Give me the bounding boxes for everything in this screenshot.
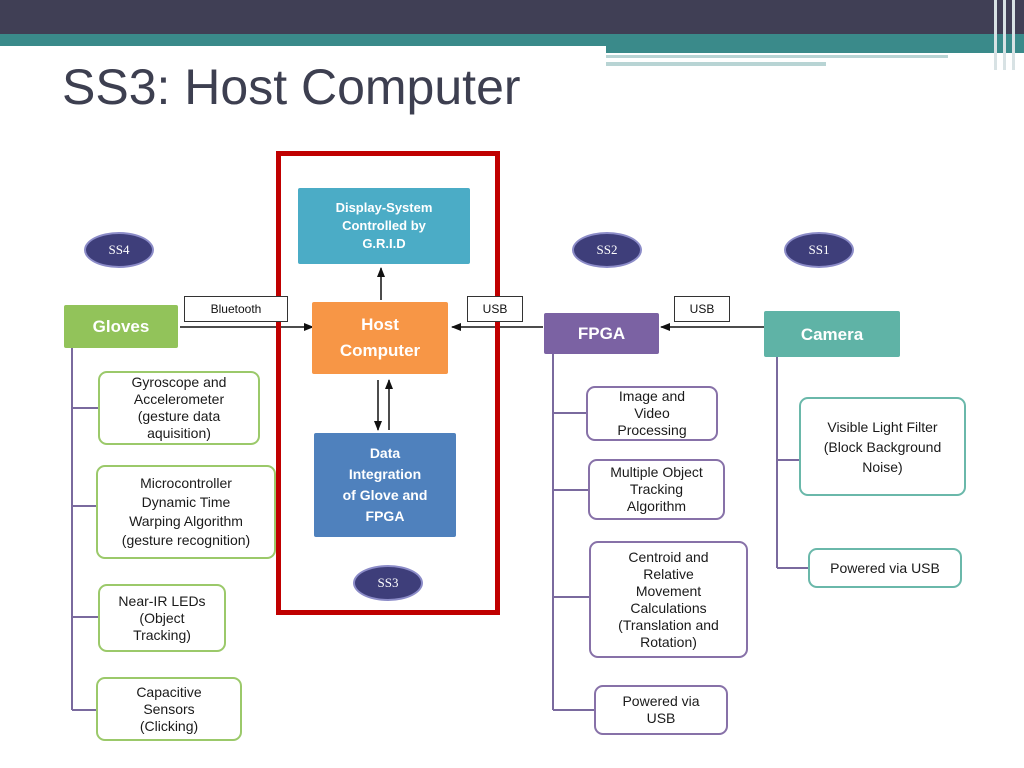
bluetooth-label: Bluetooth — [184, 296, 288, 322]
decor-line — [1003, 0, 1006, 70]
accent-stripe — [0, 34, 1024, 46]
title-bar-band — [0, 0, 1024, 34]
camera-header: Camera — [764, 311, 900, 357]
fpga-item-image-processing: Image and Video Processing — [586, 386, 718, 441]
gloves-item-microcontroller: Microcontroller Dynamic Time Warping Alg… — [96, 465, 276, 559]
gloves-item-near-ir-leds: Near-IR LEDs (Object Tracking) — [98, 584, 226, 652]
ss2-badge: SS2 — [572, 232, 642, 268]
gloves-tree-lines — [71, 348, 98, 711]
decor-line — [1012, 0, 1015, 70]
usb-fpga-label: USB — [674, 296, 730, 322]
display-system-box: Display-System Controlled by G.R.I.D — [298, 188, 470, 264]
usb-host-label: USB — [467, 296, 523, 322]
camera-item-powered-usb: Powered via USB — [808, 548, 962, 588]
camera-item-light-filter: Visible Light Filter (Block Background N… — [799, 397, 966, 496]
fpga-item-centroid-calculations: Centroid and Relative Movement Calculati… — [589, 541, 748, 658]
gloves-item-gyroscope: Gyroscope and Accelerometer (gesture dat… — [98, 371, 260, 445]
decor-line — [994, 0, 997, 70]
gloves-header: Gloves — [64, 305, 178, 348]
ss4-badge: SS4 — [84, 232, 154, 268]
gloves-item-capacitive-sensors: Capacitive Sensors (Clicking) — [96, 677, 242, 741]
ss3-highlight-frame — [276, 151, 500, 615]
ss1-badge: SS1 — [784, 232, 854, 268]
accent-stripe-right — [606, 46, 1024, 53]
ss3-badge: SS3 — [353, 565, 423, 601]
fpga-item-object-tracking: Multiple Object Tracking Algorithm — [588, 459, 725, 520]
data-integration-box: Data Integration of Glove and FPGA — [314, 433, 456, 537]
accent-line — [606, 62, 826, 66]
fpga-header: FPGA — [544, 313, 659, 354]
camera-tree-lines — [776, 357, 808, 569]
host-computer-box: Host Computer — [312, 302, 448, 374]
fpga-item-powered-usb: Powered via USB — [594, 685, 728, 735]
accent-line — [606, 55, 948, 58]
fpga-tree-lines — [552, 354, 594, 711]
slide-title: SS3: Host Computer — [62, 59, 521, 115]
